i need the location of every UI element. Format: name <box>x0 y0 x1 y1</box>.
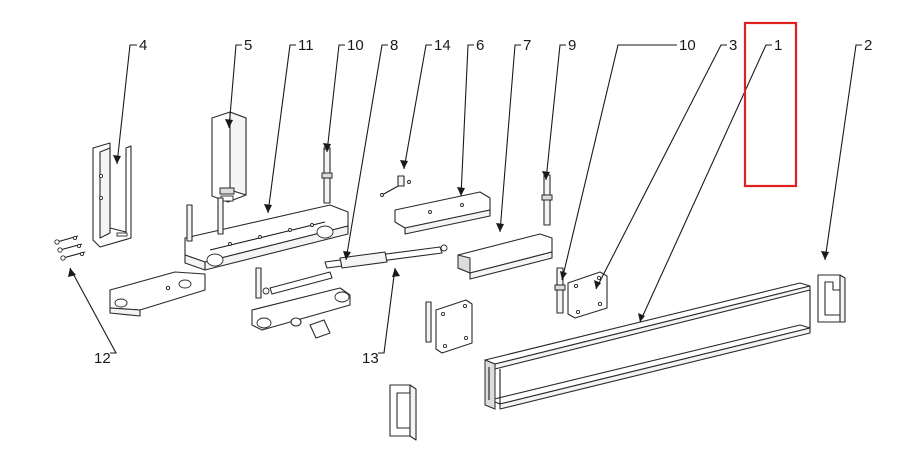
part-plate-lower <box>425 299 473 354</box>
part-11-frame <box>184 197 349 271</box>
callout-10-right: 10 <box>679 37 696 54</box>
part-lower-arm <box>109 271 206 317</box>
callout-2: 2 <box>864 37 872 54</box>
callout-14: 14 <box>434 37 451 54</box>
callout-4: 4 <box>139 37 147 54</box>
part-bracket-loose <box>389 384 417 441</box>
part-9-pin <box>541 174 553 226</box>
callout-3: 3 <box>729 37 737 54</box>
part-12-cylinder <box>262 244 448 295</box>
callout-11: 11 <box>298 37 314 54</box>
part-lower-link <box>251 267 351 339</box>
callout-13: 12 <box>94 350 111 367</box>
part-4-bracket <box>92 142 132 248</box>
part-6-channel <box>394 191 491 235</box>
part-2-bracket <box>817 274 846 323</box>
callout-9: 9 <box>568 37 576 54</box>
part-1-beam <box>484 282 811 410</box>
callout-7: 7 <box>523 37 531 54</box>
callout-8: 8 <box>390 37 398 54</box>
callout-10-left: 10 <box>347 37 364 54</box>
part-10-pin-left <box>321 146 333 204</box>
leader-lines <box>68 44 862 354</box>
callout-labels: 4 5 11 10 8 14 6 7 9 10 3 1 2 12 13 <box>94 37 872 367</box>
callout-12: 13 <box>362 350 379 367</box>
highlight-box <box>743 21 798 188</box>
part-5-plate <box>211 111 247 203</box>
callout-1: 1 <box>774 37 782 54</box>
callout-6: 6 <box>476 37 484 54</box>
part-13-bolts <box>54 235 86 261</box>
part-10-pin-right <box>554 267 566 314</box>
part-7-channel <box>457 233 553 280</box>
callout-5: 5 <box>244 37 252 54</box>
part-14-fastener <box>380 175 411 197</box>
